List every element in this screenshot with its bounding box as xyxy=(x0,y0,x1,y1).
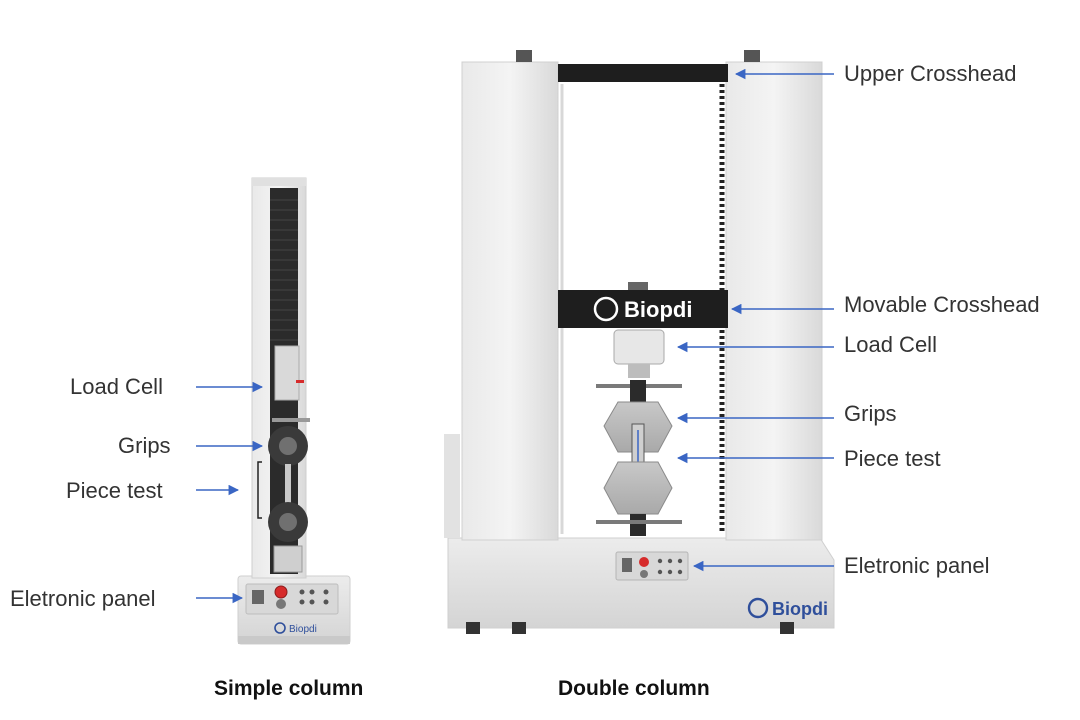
simple-load-cell xyxy=(274,345,300,401)
simple-electronic-panel xyxy=(245,583,339,615)
double-grip-lower xyxy=(603,461,673,515)
caption-double-column: Double column xyxy=(558,677,710,700)
double-label-load-cell: Load Cell xyxy=(844,332,937,357)
double-label-piece-test: Piece test xyxy=(844,446,941,471)
double-label-electronic-panel: Eletronic panel xyxy=(844,553,990,578)
simple-label-grips: Grips xyxy=(118,433,171,458)
double-brand-logo-text: Biopdi xyxy=(772,599,828,619)
simple-label-load-cell: Load Cell xyxy=(70,374,163,399)
double-label-movable-crosshead: Movable Crosshead xyxy=(844,292,1040,317)
double-movable-crosshead: Biopdi xyxy=(558,290,728,328)
simple-column-machine: Biopdi xyxy=(196,177,351,645)
double-column-left xyxy=(461,61,559,541)
double-column-machine: Biopdi Biopd xyxy=(444,50,835,634)
double-crosshead-logo-text: Biopdi xyxy=(624,297,692,322)
double-upper-crosshead xyxy=(558,64,728,82)
simple-brand-logo-text: Biopdi xyxy=(289,624,317,635)
caption-simple-column: Simple column xyxy=(214,677,364,700)
double-brand-logo: Biopdi xyxy=(747,597,828,619)
simple-label-electronic-panel: Eletronic panel xyxy=(10,586,156,611)
double-label-upper-crosshead: Upper Crosshead xyxy=(844,61,1017,86)
simple-grip-lower xyxy=(268,502,308,542)
simple-label-piece-test: Piece test xyxy=(66,478,163,503)
double-electronic-panel xyxy=(615,551,689,581)
simple-grip-upper xyxy=(268,426,308,466)
double-label-grips: Grips xyxy=(844,401,897,426)
double-column-right xyxy=(725,61,823,541)
simple-piece-test xyxy=(285,464,291,514)
double-load-cell xyxy=(613,329,665,365)
simple-brand-logo: Biopdi xyxy=(274,622,317,635)
